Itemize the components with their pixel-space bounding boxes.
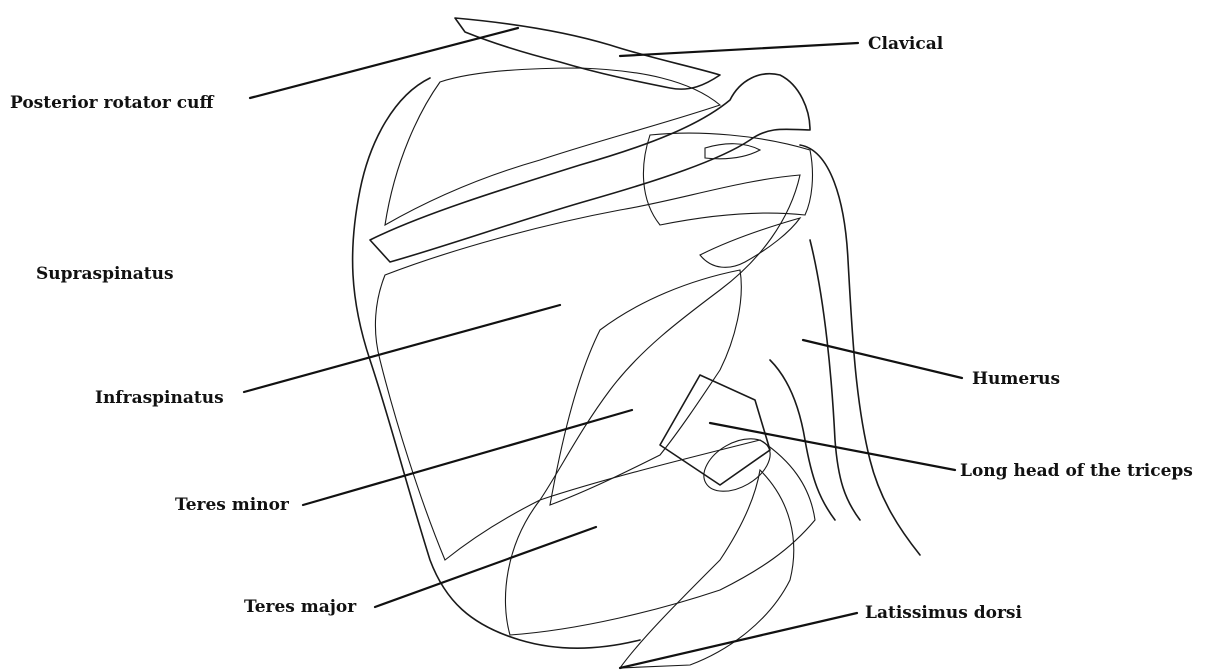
label-clavical: Clavical xyxy=(868,34,943,54)
humerus-inner-outline xyxy=(810,240,860,520)
leader-infraspinatus xyxy=(244,305,560,392)
leader-clavical xyxy=(620,43,858,56)
label-teres-major: Teres major xyxy=(244,597,356,617)
latissimus-dorsi-muscle xyxy=(620,470,794,668)
tendon-insertion xyxy=(700,218,800,267)
leader-humerus xyxy=(803,340,962,378)
teres-minor-muscle xyxy=(550,270,741,505)
leader-long-head-triceps xyxy=(710,423,955,470)
scapular-spine xyxy=(370,74,810,262)
leader-latissimus-dorsi xyxy=(620,613,857,668)
triceps-long-head xyxy=(660,375,770,485)
leader-teres-minor xyxy=(303,410,632,505)
label-long-head-triceps: Long head of the triceps xyxy=(960,461,1193,481)
leader-posterior-rotator-cuff xyxy=(250,28,518,98)
label-teres-minor: Teres minor xyxy=(175,495,289,515)
label-humerus: Humerus xyxy=(972,369,1060,389)
leader-teres-major xyxy=(375,527,596,607)
label-supraspinatus: Supraspinatus xyxy=(36,264,174,284)
label-latissimus-dorsi: Latissimus dorsi xyxy=(865,603,1022,623)
tendon-insertion-upper xyxy=(705,144,760,159)
label-posterior-rotator-cuff: Posterior rotator cuff xyxy=(10,93,213,113)
teres-major-muscle xyxy=(505,440,815,635)
humerus-outline xyxy=(800,145,920,555)
infraspinatus-muscle xyxy=(375,175,800,560)
label-infraspinatus: Infraspinatus xyxy=(95,388,224,408)
supraspinatus-muscle xyxy=(385,68,720,225)
